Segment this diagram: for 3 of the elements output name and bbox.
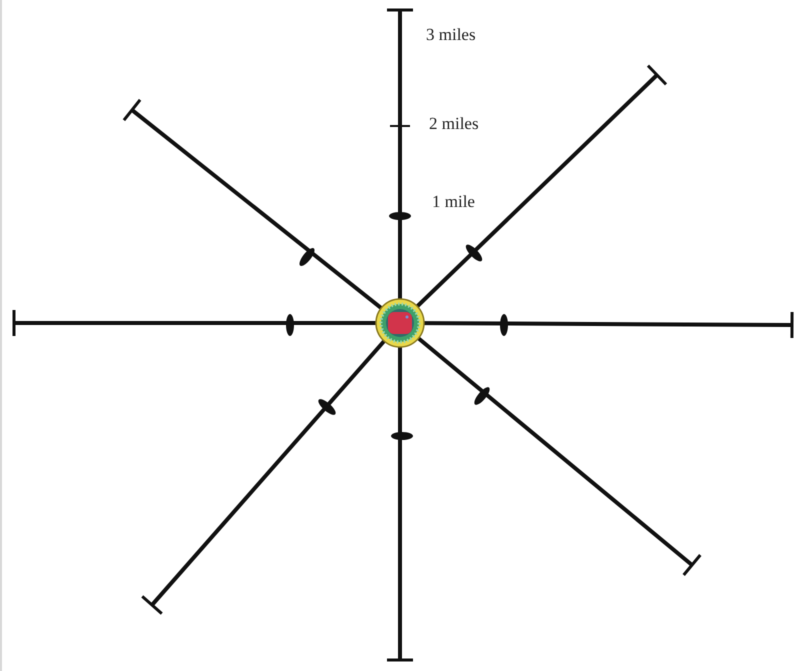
distance-label: 2 miles — [429, 115, 479, 132]
distance-label: 3 miles — [426, 26, 476, 43]
distance-label: 1 mile — [432, 193, 475, 210]
